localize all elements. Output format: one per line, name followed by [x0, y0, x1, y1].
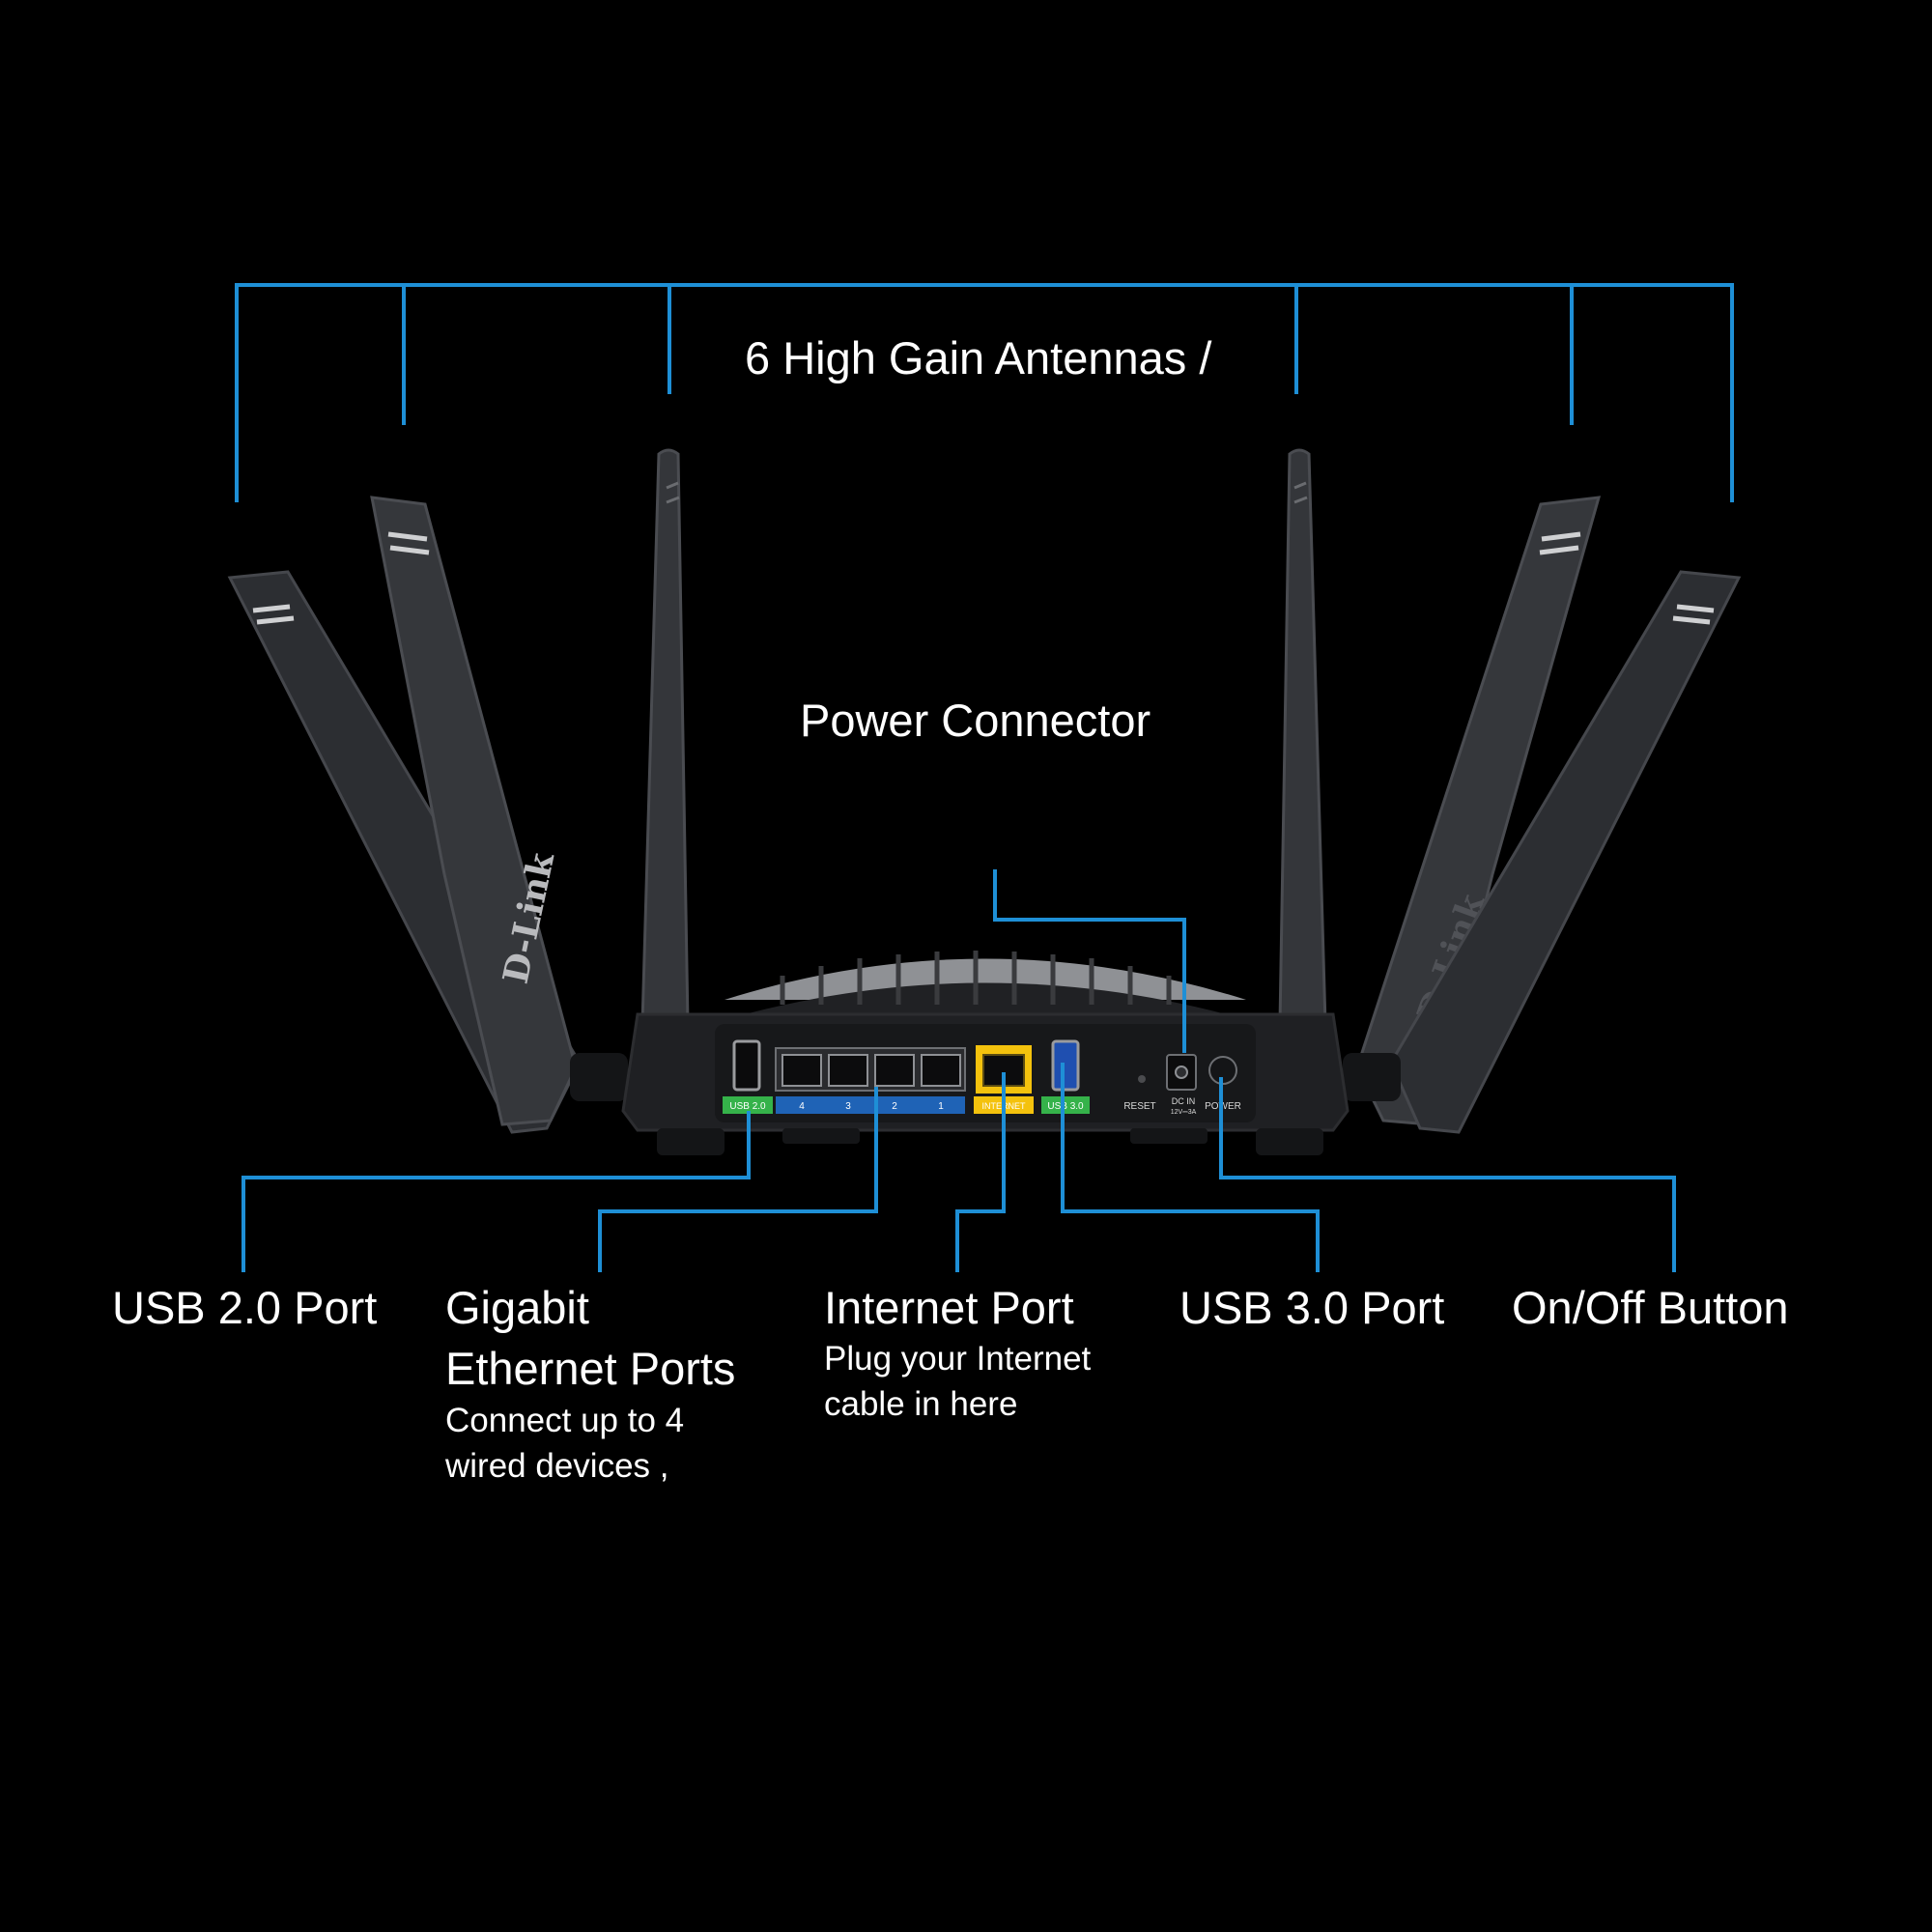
internet-desc-line1: Plug your Internet [824, 1340, 1092, 1378]
antenna-center-right [1278, 448, 1327, 1074]
lan3-text: 3 [845, 1101, 851, 1112]
usb3-port-label-strip [1041, 1096, 1090, 1114]
lan-port-2 [874, 1054, 915, 1087]
lan-port-4 [781, 1054, 822, 1087]
antenna-far-right [1389, 570, 1742, 1134]
reset-text: RESET [1123, 1101, 1155, 1112]
onoff-line [1219, 1077, 1676, 1272]
usb2-line [242, 1111, 751, 1272]
callout-lines [235, 283, 1734, 1272]
lan-port-1 [921, 1054, 961, 1087]
gigabit-desc-line1: Connect up to 4 [445, 1402, 685, 1439]
usb3-port-text: USB 3.0 [1047, 1101, 1084, 1112]
gigabit-line [598, 1087, 878, 1272]
internet-desc-line2: cable in here [824, 1385, 1018, 1423]
lan2-text: 2 [892, 1101, 897, 1112]
reset-pinhole [1138, 1075, 1146, 1083]
usb3-label: USB 3.0 Port [1179, 1282, 1445, 1333]
gigabit-title-line2: Ethernet Ports [445, 1343, 736, 1394]
gigabit-desc-line2: wired devices , [445, 1447, 669, 1485]
dc-in-text: DC IN [1172, 1096, 1196, 1106]
antenna-center-left [640, 448, 690, 1074]
internet-title: Internet Port [824, 1282, 1074, 1333]
usb2-port-label-strip [723, 1096, 773, 1114]
power-connector-line [993, 869, 1186, 1053]
lan4-text: 4 [799, 1101, 805, 1112]
onoff-label: On/Off Button [1512, 1282, 1789, 1333]
gigabit-title-line1: Gigabit [445, 1282, 589, 1333]
lan1-text: 1 [938, 1101, 944, 1112]
lan-label-strip [776, 1096, 965, 1114]
antennas-label: 6 High Gain Antennas / [745, 332, 1212, 384]
usb2-port-text: USB 2.0 [729, 1101, 766, 1112]
dc-rating-text: 12V⎓3A [1171, 1109, 1197, 1116]
usb3-port [1051, 1039, 1080, 1092]
router-body: USB 2.0 4 3 2 1 INTERNET USB 3.0 RESET [570, 951, 1401, 1155]
usb3-line [1061, 1063, 1320, 1272]
usb2-port [732, 1039, 761, 1092]
power-connector-label: Power Connector [800, 695, 1151, 746]
usb2-label: USB 2.0 Port [112, 1282, 378, 1333]
antenna-left: D-Link [370, 496, 578, 1126]
internet-line [955, 1072, 1006, 1272]
antenna-bracket-line [235, 283, 1734, 502]
lan-port-3 [828, 1054, 868, 1087]
